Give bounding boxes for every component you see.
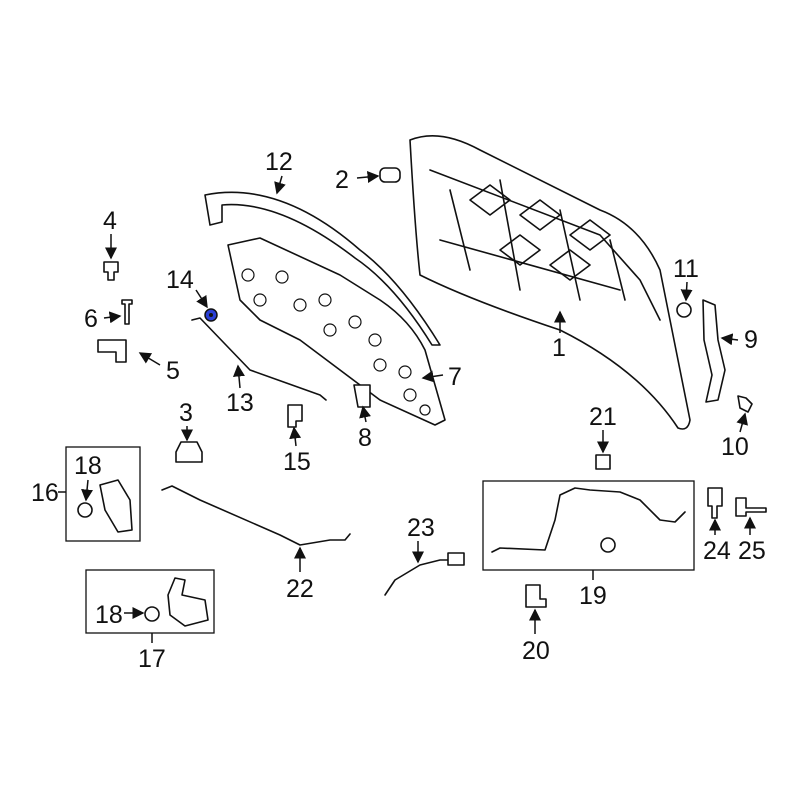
callout-8: 8	[358, 424, 372, 452]
part-clip-8[interactable]	[353, 384, 371, 408]
callout-9: 9	[744, 326, 758, 354]
callout-22: 22	[286, 575, 314, 603]
callout-4: 4	[103, 207, 117, 235]
callout-2: 2	[335, 166, 349, 194]
callout-24: 24	[703, 537, 731, 565]
part-bumper-2[interactable]	[379, 167, 401, 183]
part-latch-16[interactable]	[99, 479, 133, 533]
callout-15: 15	[283, 448, 311, 476]
callout-14: 14	[166, 266, 194, 294]
part-hood-seal[interactable]	[204, 191, 441, 346]
part-nut-11[interactable]	[676, 302, 692, 318]
callout-7: 7	[448, 363, 462, 391]
part-clip-15[interactable]	[287, 404, 303, 428]
callout-21: 21	[589, 403, 617, 431]
callout-3: 3	[179, 399, 193, 427]
group-box-16	[65, 446, 141, 542]
group-box-19	[482, 480, 695, 571]
callout-18-top: 18	[74, 452, 102, 480]
callout-25: 25	[738, 537, 766, 565]
callout-19: 19	[579, 582, 607, 610]
part-hood-insulator[interactable]	[227, 237, 446, 426]
part-clip-20[interactable]	[525, 584, 547, 608]
part-bracket-5[interactable]	[97, 339, 127, 363]
part-bumper-21[interactable]	[595, 454, 611, 470]
part-release-cable[interactable]	[161, 485, 351, 546]
part-screw-6[interactable]	[121, 299, 133, 325]
callout-18-bottom: 18	[95, 601, 123, 629]
part-hood[interactable]	[409, 134, 691, 430]
part-nut-18a[interactable]	[77, 502, 93, 518]
group-box-17	[85, 569, 215, 634]
callout-12: 12	[265, 148, 293, 176]
callout-10: 10	[721, 433, 749, 461]
callout-16: 16	[31, 479, 59, 507]
leader-lines	[58, 171, 756, 643]
part-clip-4[interactable]	[103, 261, 119, 281]
part-clip-24[interactable]	[707, 487, 723, 519]
part-nut-18b[interactable]	[144, 606, 160, 622]
part-hinge-9[interactable]	[702, 299, 726, 403]
callout-13: 13	[226, 389, 254, 417]
part-bolt-10[interactable]	[737, 395, 753, 413]
part-bumper-3[interactable]	[175, 441, 203, 463]
callout-5: 5	[166, 357, 180, 385]
part-latch-17[interactable]	[167, 577, 209, 627]
callout-20: 20	[522, 637, 550, 665]
callout-11: 11	[673, 255, 699, 283]
callout-17: 17	[138, 645, 166, 673]
callout-6: 6	[84, 305, 98, 333]
part-prop-rod[interactable]	[191, 317, 327, 401]
callout-23: 23	[407, 514, 435, 542]
part-bolt-25[interactable]	[735, 497, 767, 517]
part-cable-23[interactable]	[384, 559, 449, 596]
part-release-cable-19[interactable]	[491, 487, 686, 553]
callout-1: 1	[552, 334, 566, 362]
